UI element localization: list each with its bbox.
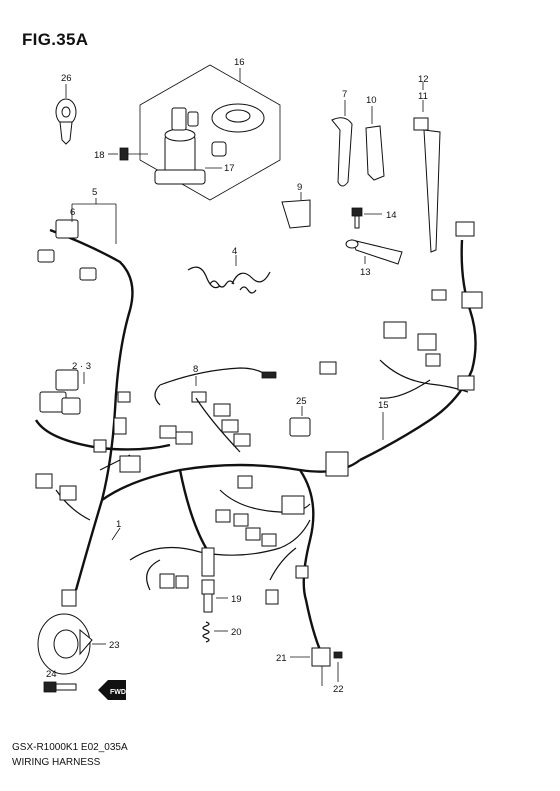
callout-1: 1 bbox=[116, 519, 121, 530]
sensor-21 bbox=[290, 647, 331, 686]
bracket-13 bbox=[345, 239, 403, 265]
callout-15: 15 bbox=[378, 400, 389, 411]
callout-24: 24 bbox=[46, 669, 57, 680]
connectors bbox=[35, 219, 483, 607]
leader-lines bbox=[71, 198, 384, 541]
harness-clamp-7 bbox=[331, 100, 353, 187]
bolt-24 bbox=[43, 681, 77, 693]
bolt-14 bbox=[351, 207, 382, 229]
clip-4 bbox=[187, 255, 271, 294]
callout-6: 6 bbox=[70, 207, 75, 218]
fwd-label: FWD bbox=[110, 689, 126, 696]
callout-4: 4 bbox=[232, 246, 237, 257]
horn-23 bbox=[37, 613, 106, 675]
callout-7: 7 bbox=[342, 89, 347, 100]
callout-9: 9 bbox=[297, 182, 302, 193]
callout-5: 5 bbox=[92, 187, 97, 198]
callout-12: 12 bbox=[418, 74, 429, 85]
callout-20: 20 bbox=[231, 627, 242, 638]
relay-25 bbox=[289, 406, 311, 437]
screw-18 bbox=[108, 147, 148, 161]
callout-23: 23 bbox=[109, 640, 120, 651]
callout-2-3: 2 · 3 bbox=[72, 361, 91, 372]
forward-direction-arrow: FWD bbox=[98, 680, 126, 700]
callout-13: 13 bbox=[360, 267, 371, 278]
ignition-key bbox=[55, 84, 77, 145]
callout-14: 14 bbox=[386, 210, 397, 221]
callout-21: 21 bbox=[276, 653, 287, 664]
callout-8: 8 bbox=[193, 364, 198, 375]
figure-caption: WIRING HARNESS bbox=[12, 757, 101, 768]
callout-19: 19 bbox=[231, 594, 242, 605]
callout-25: 25 bbox=[296, 396, 307, 407]
ignition-switch-assembly bbox=[139, 64, 281, 201]
spring-20 bbox=[202, 621, 228, 643]
callout-16: 16 bbox=[234, 57, 245, 68]
harness-clamp-10 bbox=[365, 106, 385, 181]
figure-model-code: GSX-R1000K1 E02_035A bbox=[12, 742, 128, 753]
cable-tie-12 bbox=[413, 82, 441, 253]
screw-22 bbox=[333, 651, 343, 682]
callout-22: 22 bbox=[333, 684, 344, 695]
callout-18: 18 bbox=[94, 150, 105, 161]
sub-harness-8 bbox=[154, 367, 277, 453]
callout-10: 10 bbox=[366, 95, 377, 106]
sensor-19 bbox=[201, 579, 228, 613]
figure-title: FIG.35A bbox=[22, 30, 89, 49]
callout-11: 11 bbox=[418, 91, 428, 102]
plate-9 bbox=[281, 192, 311, 229]
callout-17: 17 bbox=[224, 163, 235, 174]
callout-26: 26 bbox=[61, 73, 72, 84]
